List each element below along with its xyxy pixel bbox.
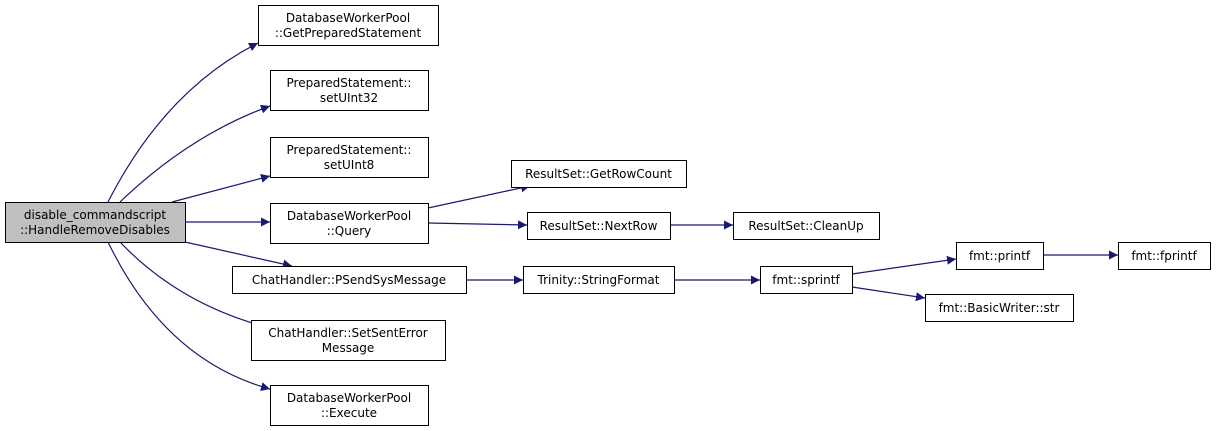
node-box[interactable]: [270, 203, 429, 244]
node-box[interactable]: [1118, 242, 1211, 270]
node-box[interactable]: [527, 212, 671, 240]
node-box[interactable]: [258, 5, 439, 46]
node-box[interactable]: [251, 320, 446, 361]
node-label-line: ChatHandler::PSendSysMessage: [252, 273, 446, 287]
edge-root-to-get_prepared_statement: [107, 42, 259, 203]
nodes: disable_commandscript::HandleRemoveDisab…: [5, 5, 1211, 426]
node-label-line: PreparedStatement::: [287, 143, 412, 157]
node-box[interactable]: [270, 137, 429, 178]
node-printf[interactable]: fmt::printf: [956, 242, 1044, 270]
node-psend-sys-message[interactable]: ChatHandler::PSendSysMessage: [232, 266, 467, 294]
edge-line: [119, 104, 271, 203]
node-get-prepared-statement[interactable]: DatabaseWorkerPool::GetPreparedStatement: [258, 5, 439, 46]
edge-line: [107, 241, 271, 391]
node-fprintf[interactable]: fmt::fprintf: [1118, 242, 1211, 270]
node-label-line: ResultSet::NextRow: [540, 219, 658, 233]
node-label-line: DatabaseWorkerPool: [287, 209, 411, 223]
node-box[interactable]: [760, 266, 853, 294]
node-execute[interactable]: DatabaseWorkerPool::Execute: [270, 385, 429, 426]
node-root: disable_commandscript::HandleRemoveDisab…: [5, 202, 186, 243]
node-set-uint32[interactable]: PreparedStatement::setUInt32: [270, 70, 429, 111]
edge-query-to-get_row_count: [427, 183, 531, 209]
node-query[interactable]: DatabaseWorkerPool::Query: [270, 203, 429, 244]
edges: [107, 42, 1118, 391]
edge-root-to-execute: [107, 241, 271, 391]
edge-root-to-set_uint32: [119, 104, 271, 203]
edge-line: [851, 255, 957, 275]
node-next-row[interactable]: ResultSet::NextRow: [527, 212, 671, 240]
edge-line: [119, 241, 271, 331]
edge-sprintf-to-printf: [851, 255, 957, 275]
node-sprintf[interactable]: fmt::sprintf: [760, 266, 853, 294]
edge-line: [427, 220, 528, 230]
node-label-line: fmt::fprintf: [1131, 249, 1197, 263]
node-box[interactable]: [956, 242, 1044, 270]
node-clean-up[interactable]: ResultSet::CleanUp: [733, 212, 880, 240]
node-label-line: ::Execute: [321, 406, 377, 420]
node-box[interactable]: [232, 266, 467, 294]
node-label-line: DatabaseWorkerPool: [287, 391, 411, 405]
node-label-line: PreparedStatement::: [287, 76, 412, 90]
node-label-line: ::Query: [327, 224, 372, 238]
node-label-line: ::HandleRemoveDisables: [20, 223, 170, 237]
edge-query-to-next_row: [427, 220, 528, 230]
node-box[interactable]: [523, 266, 675, 294]
node-box: [5, 202, 186, 243]
edge-root-to-psend_sys_message: [184, 241, 293, 269]
edge-line: [184, 241, 293, 269]
edge-line: [107, 42, 259, 203]
node-label-line: DatabaseWorkerPool: [286, 11, 410, 25]
edge-line: [851, 286, 926, 302]
node-label-line: ChatHandler::SetSentError: [268, 326, 428, 340]
node-label-line: Trinity::StringFormat: [537, 273, 660, 287]
edge-sprintf-to-basic_writer_str: [851, 286, 926, 302]
node-label-line: ::GetPreparedStatement: [275, 26, 422, 40]
edge-root-to-set_uint8: [171, 173, 271, 203]
node-get-row-count[interactable]: ResultSet::GetRowCount: [511, 160, 687, 188]
node-box[interactable]: [733, 212, 880, 240]
node-set-uint8[interactable]: PreparedStatement::setUInt8: [270, 137, 429, 178]
node-label-line: ResultSet::CleanUp: [748, 219, 863, 233]
node-basic-writer-str[interactable]: fmt::BasicWriter::str: [925, 294, 1074, 322]
node-label-line: fmt::sprintf: [772, 273, 840, 287]
node-box[interactable]: [511, 160, 687, 188]
edge-root-to-set_sent_error_message: [119, 241, 271, 331]
node-string-format[interactable]: Trinity::StringFormat: [523, 266, 675, 294]
node-label-line: Message: [322, 341, 375, 355]
edge-line: [427, 183, 531, 209]
node-box[interactable]: [270, 70, 429, 111]
node-label-line: ResultSet::GetRowCount: [525, 167, 672, 181]
node-label-line: fmt::BasicWriter::str: [939, 301, 1060, 315]
node-label-line: setUInt8: [324, 158, 375, 172]
node-box[interactable]: [925, 294, 1074, 322]
node-box[interactable]: [270, 385, 429, 426]
node-label-line: fmt::printf: [969, 249, 1031, 263]
node-label-line: setUInt32: [320, 91, 378, 105]
node-label-line: disable_commandscript: [24, 208, 167, 222]
edge-line: [171, 173, 271, 203]
